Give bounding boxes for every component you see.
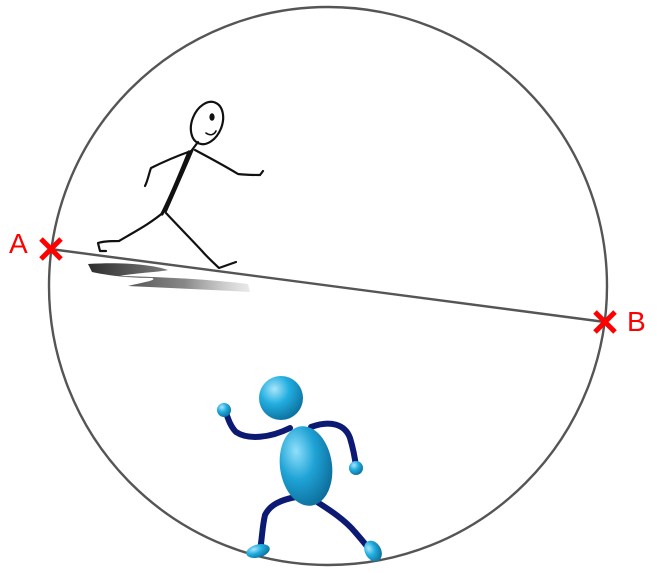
point-b-label: B: [627, 306, 646, 337]
blue-3d-runner: [217, 376, 385, 565]
blue-runner-head: [259, 376, 303, 420]
sketch-runner: [98, 97, 263, 268]
blue-runner-left-hand: [217, 403, 231, 417]
blue-runner-right-hand: [349, 461, 363, 475]
sketch-runner-head: [185, 97, 229, 149]
blue-runner-right-leg: [314, 500, 370, 550]
point-a-label: A: [9, 228, 28, 259]
blue-runner-left-leg: [260, 497, 296, 550]
blue-runner-body: [275, 423, 338, 509]
motion-shadow: [88, 263, 250, 292]
